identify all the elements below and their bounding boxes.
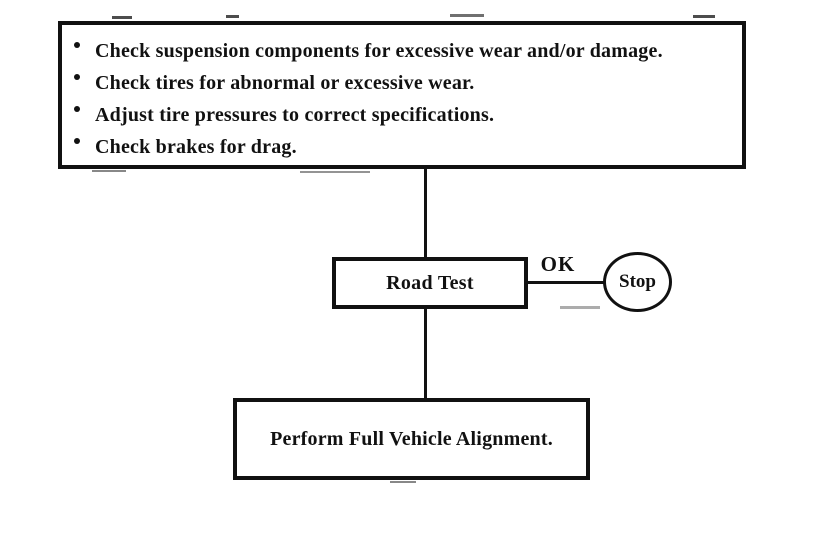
- connector-checklist-to-roadtest: [424, 169, 427, 257]
- checklist-item-text: Check suspension components for excessiv…: [95, 39, 663, 62]
- checklist-item-text: Check tires for abnormal or excessive we…: [95, 71, 475, 94]
- connector-roadtest-to-alignment: [424, 309, 427, 399]
- ok-branch-label: OK: [540, 252, 576, 276]
- scan-speck: [693, 15, 715, 18]
- scan-speck: [92, 170, 126, 172]
- alignment-node: Perform Full Vehicle Alignment.: [233, 398, 590, 480]
- bullet-icon: [74, 74, 80, 80]
- scan-speck: [560, 306, 600, 309]
- checklist-item-text: Check brakes for drag.: [95, 135, 297, 158]
- stop-node: Stop: [603, 252, 672, 312]
- bullet-icon: [74, 106, 80, 112]
- bullet-icon: [74, 138, 80, 144]
- checklist-item: Check tires for abnormal or excessive we…: [74, 67, 734, 99]
- checklist-item: Check suspension components for excessiv…: [74, 35, 734, 67]
- connector-roadtest-to-stop: [528, 281, 604, 284]
- road-test-node: Road Test: [332, 257, 528, 309]
- alignment-label: Perform Full Vehicle Alignment.: [270, 427, 553, 450]
- scan-speck: [450, 14, 484, 17]
- scan-speck: [390, 481, 416, 483]
- scan-speck: [300, 171, 370, 173]
- road-test-label: Road Test: [386, 271, 474, 294]
- checklist-item-text: Adjust tire pressures to correct specifi…: [95, 103, 495, 126]
- scan-speck: [112, 16, 132, 19]
- checklist-item: Check brakes for drag.: [74, 131, 734, 163]
- stop-label: Stop: [619, 271, 656, 292]
- scan-speck: [226, 15, 239, 18]
- bullet-icon: [74, 42, 80, 48]
- checklist-item: Adjust tire pressures to correct specifi…: [74, 99, 734, 131]
- checklist: Check suspension components for excessiv…: [62, 25, 742, 163]
- checklist-box: Check suspension components for excessiv…: [58, 21, 746, 169]
